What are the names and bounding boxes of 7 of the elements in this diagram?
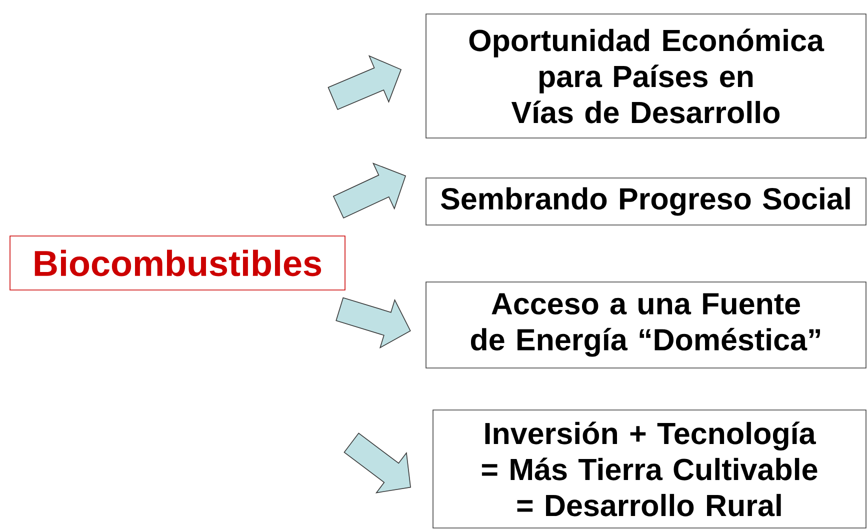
block-arrow bbox=[344, 432, 411, 494]
title-box: Biocombustibles bbox=[10, 236, 346, 290]
text-box: Inversión + Tecnología = Más Tierra Cultivable = Desarrollo Rural bbox=[432, 410, 866, 528]
text-box: Sembrando Progreso Social bbox=[426, 178, 866, 226]
text-box: Oportunidad Económica para Países en Vías de Desarrollo bbox=[426, 14, 866, 138]
block-arrow bbox=[336, 297, 411, 349]
text-box: Acceso a una Fuente de Energía “Doméstica” bbox=[426, 282, 866, 368]
